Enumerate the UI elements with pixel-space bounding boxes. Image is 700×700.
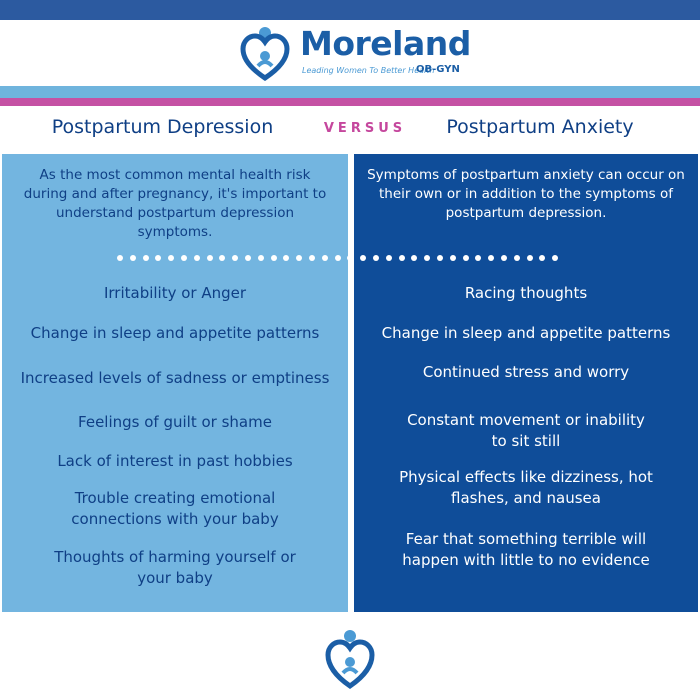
divider-dot (232, 255, 239, 261)
divider-dot (437, 255, 443, 261)
divider-dot (449, 255, 456, 261)
depression-panel (2, 154, 348, 612)
divider-dot (552, 255, 559, 261)
brand-tagline: Leading Women To Better Health (302, 66, 435, 75)
divider-dot (296, 255, 303, 261)
anxiety-symptom: Fear that something terrible will happen… (402, 530, 650, 569)
divider-dot (193, 255, 200, 261)
top-color-bar (0, 0, 700, 20)
divider-dot (513, 255, 520, 261)
right-title: Postpartum Anxiety (446, 116, 634, 138)
divider-dot (526, 255, 533, 261)
divider-dot (117, 255, 123, 261)
depression-intro: As the most common mental health risk du… (23, 167, 327, 240)
brand-logo: Moreland Leading Women To Better Health … (0, 22, 700, 86)
anxiety-symptom: Racing thoughts (464, 284, 588, 302)
divider-dot (219, 255, 226, 261)
anxiety-symptom: Change in sleep and appetite patterns (381, 324, 671, 342)
divider-dot (398, 255, 405, 261)
depression-symptom: Irritability or Anger (103, 284, 247, 302)
divider-dot (475, 255, 482, 261)
anxiety-panel (354, 154, 698, 612)
divider-dot (347, 255, 354, 261)
divider-dot (270, 255, 277, 261)
divider-dot (206, 255, 213, 261)
divider-dot (245, 255, 251, 261)
divider-dot (411, 255, 418, 261)
anxiety-symptom: Physical effects like dizziness, hot fla… (399, 468, 653, 507)
anxiety-intro: Symptoms of postpartum anxiety can occur… (367, 167, 685, 221)
divider-dot (309, 255, 315, 261)
pink-band (0, 98, 700, 106)
divider-dot (168, 255, 175, 261)
anxiety-symptom: Constant movement or inability to sit st… (407, 411, 645, 450)
depression-symptom: Lack of interest in past hobbies (57, 452, 293, 470)
divider-dot (321, 255, 328, 261)
anxiety-symptom: Continued stress and worry (422, 363, 630, 381)
depression-symptom: Thoughts of harming yourself or your bab… (54, 548, 296, 587)
divider-dot (462, 255, 469, 261)
divider-dot (385, 255, 392, 261)
divider-dot (424, 255, 431, 261)
divider-dot (155, 255, 162, 261)
divider-dot (373, 255, 379, 261)
brand-subname: OB-GYN (416, 64, 460, 75)
divider-dot (501, 255, 507, 261)
divider-dot (539, 255, 546, 261)
divider-dot (142, 255, 149, 261)
heart-person-icon (325, 630, 375, 690)
dotted-divider (117, 253, 566, 263)
divider-dot (257, 255, 264, 261)
divider-dot (129, 255, 136, 261)
brand-name: Moreland (300, 24, 471, 63)
depression-symptom: Increased levels of sadness or emptiness (20, 369, 330, 387)
depression-symptom: Change in sleep and appetite patterns (30, 324, 320, 342)
versus-label: VERSUS (323, 121, 407, 136)
divider-dot (283, 255, 290, 261)
divider-dot (181, 255, 187, 261)
left-title: Postpartum Depression (51, 116, 274, 138)
divider-dot (488, 255, 495, 261)
divider-dot (334, 255, 341, 261)
light-blue-band (0, 86, 700, 98)
depression-symptom: Feelings of guilt or shame (78, 413, 272, 431)
heart-person-icon (240, 27, 290, 82)
divider-dot (360, 255, 367, 261)
depression-symptom: Trouble creating emotional connections w… (71, 489, 279, 528)
